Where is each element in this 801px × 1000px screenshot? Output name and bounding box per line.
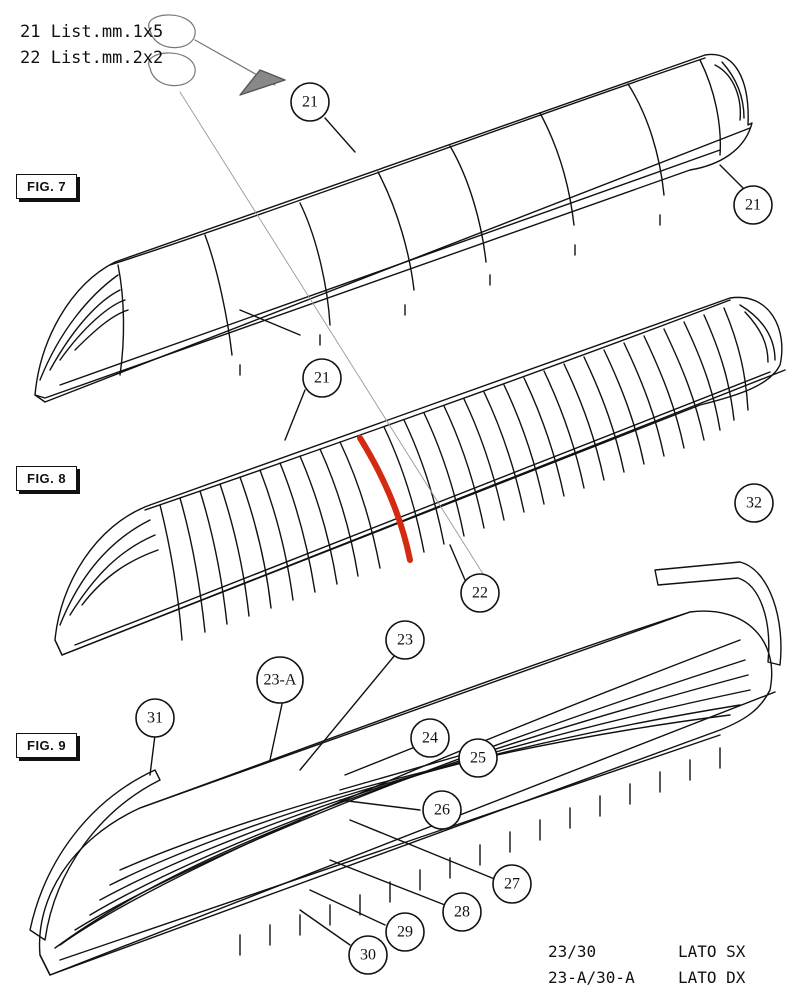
header-line-2: 22 List.mm.2x2 [20, 48, 164, 68]
callout-21-right: 21 [745, 197, 761, 214]
legend-row2-side: LATO DX [678, 968, 746, 987]
legend-row1-side: LATO SX [678, 942, 746, 961]
callout-21-mid: 21 [314, 370, 330, 387]
callout-25: 25 [470, 750, 486, 767]
highlighted-rib [357, 435, 413, 563]
callout-32: 32 [746, 495, 762, 512]
callout-22: 22 [472, 585, 488, 602]
callout-30: 30 [360, 947, 376, 964]
fig7-hull [34, 53, 753, 403]
callout-29: 29 [397, 924, 413, 941]
fig8-label: FIG. 8 [16, 466, 78, 491]
callout-26: 26 [434, 802, 450, 819]
fig7-label: FIG. 7 [16, 174, 78, 199]
callout-23a: 23-A [264, 672, 297, 689]
fig9-hull [38, 610, 776, 976]
stem-piece-31 [29, 769, 161, 941]
fig8-hull [54, 296, 786, 656]
callout-24: 24 [422, 730, 438, 747]
callout-31: 31 [147, 710, 163, 727]
stem-piece-32 [654, 561, 782, 666]
callout-27: 27 [504, 876, 520, 893]
fig9-label: FIG. 9 [16, 733, 78, 758]
callout-23: 23 [397, 632, 413, 649]
legend-row1-code: 23/30 [548, 942, 597, 961]
legend-row2-code: 23-A/30-A [548, 968, 635, 987]
callout-28: 28 [454, 904, 470, 921]
header-line-1: 21 List.mm.1x5 [20, 22, 164, 42]
callout-21-top: 21 [302, 94, 318, 111]
